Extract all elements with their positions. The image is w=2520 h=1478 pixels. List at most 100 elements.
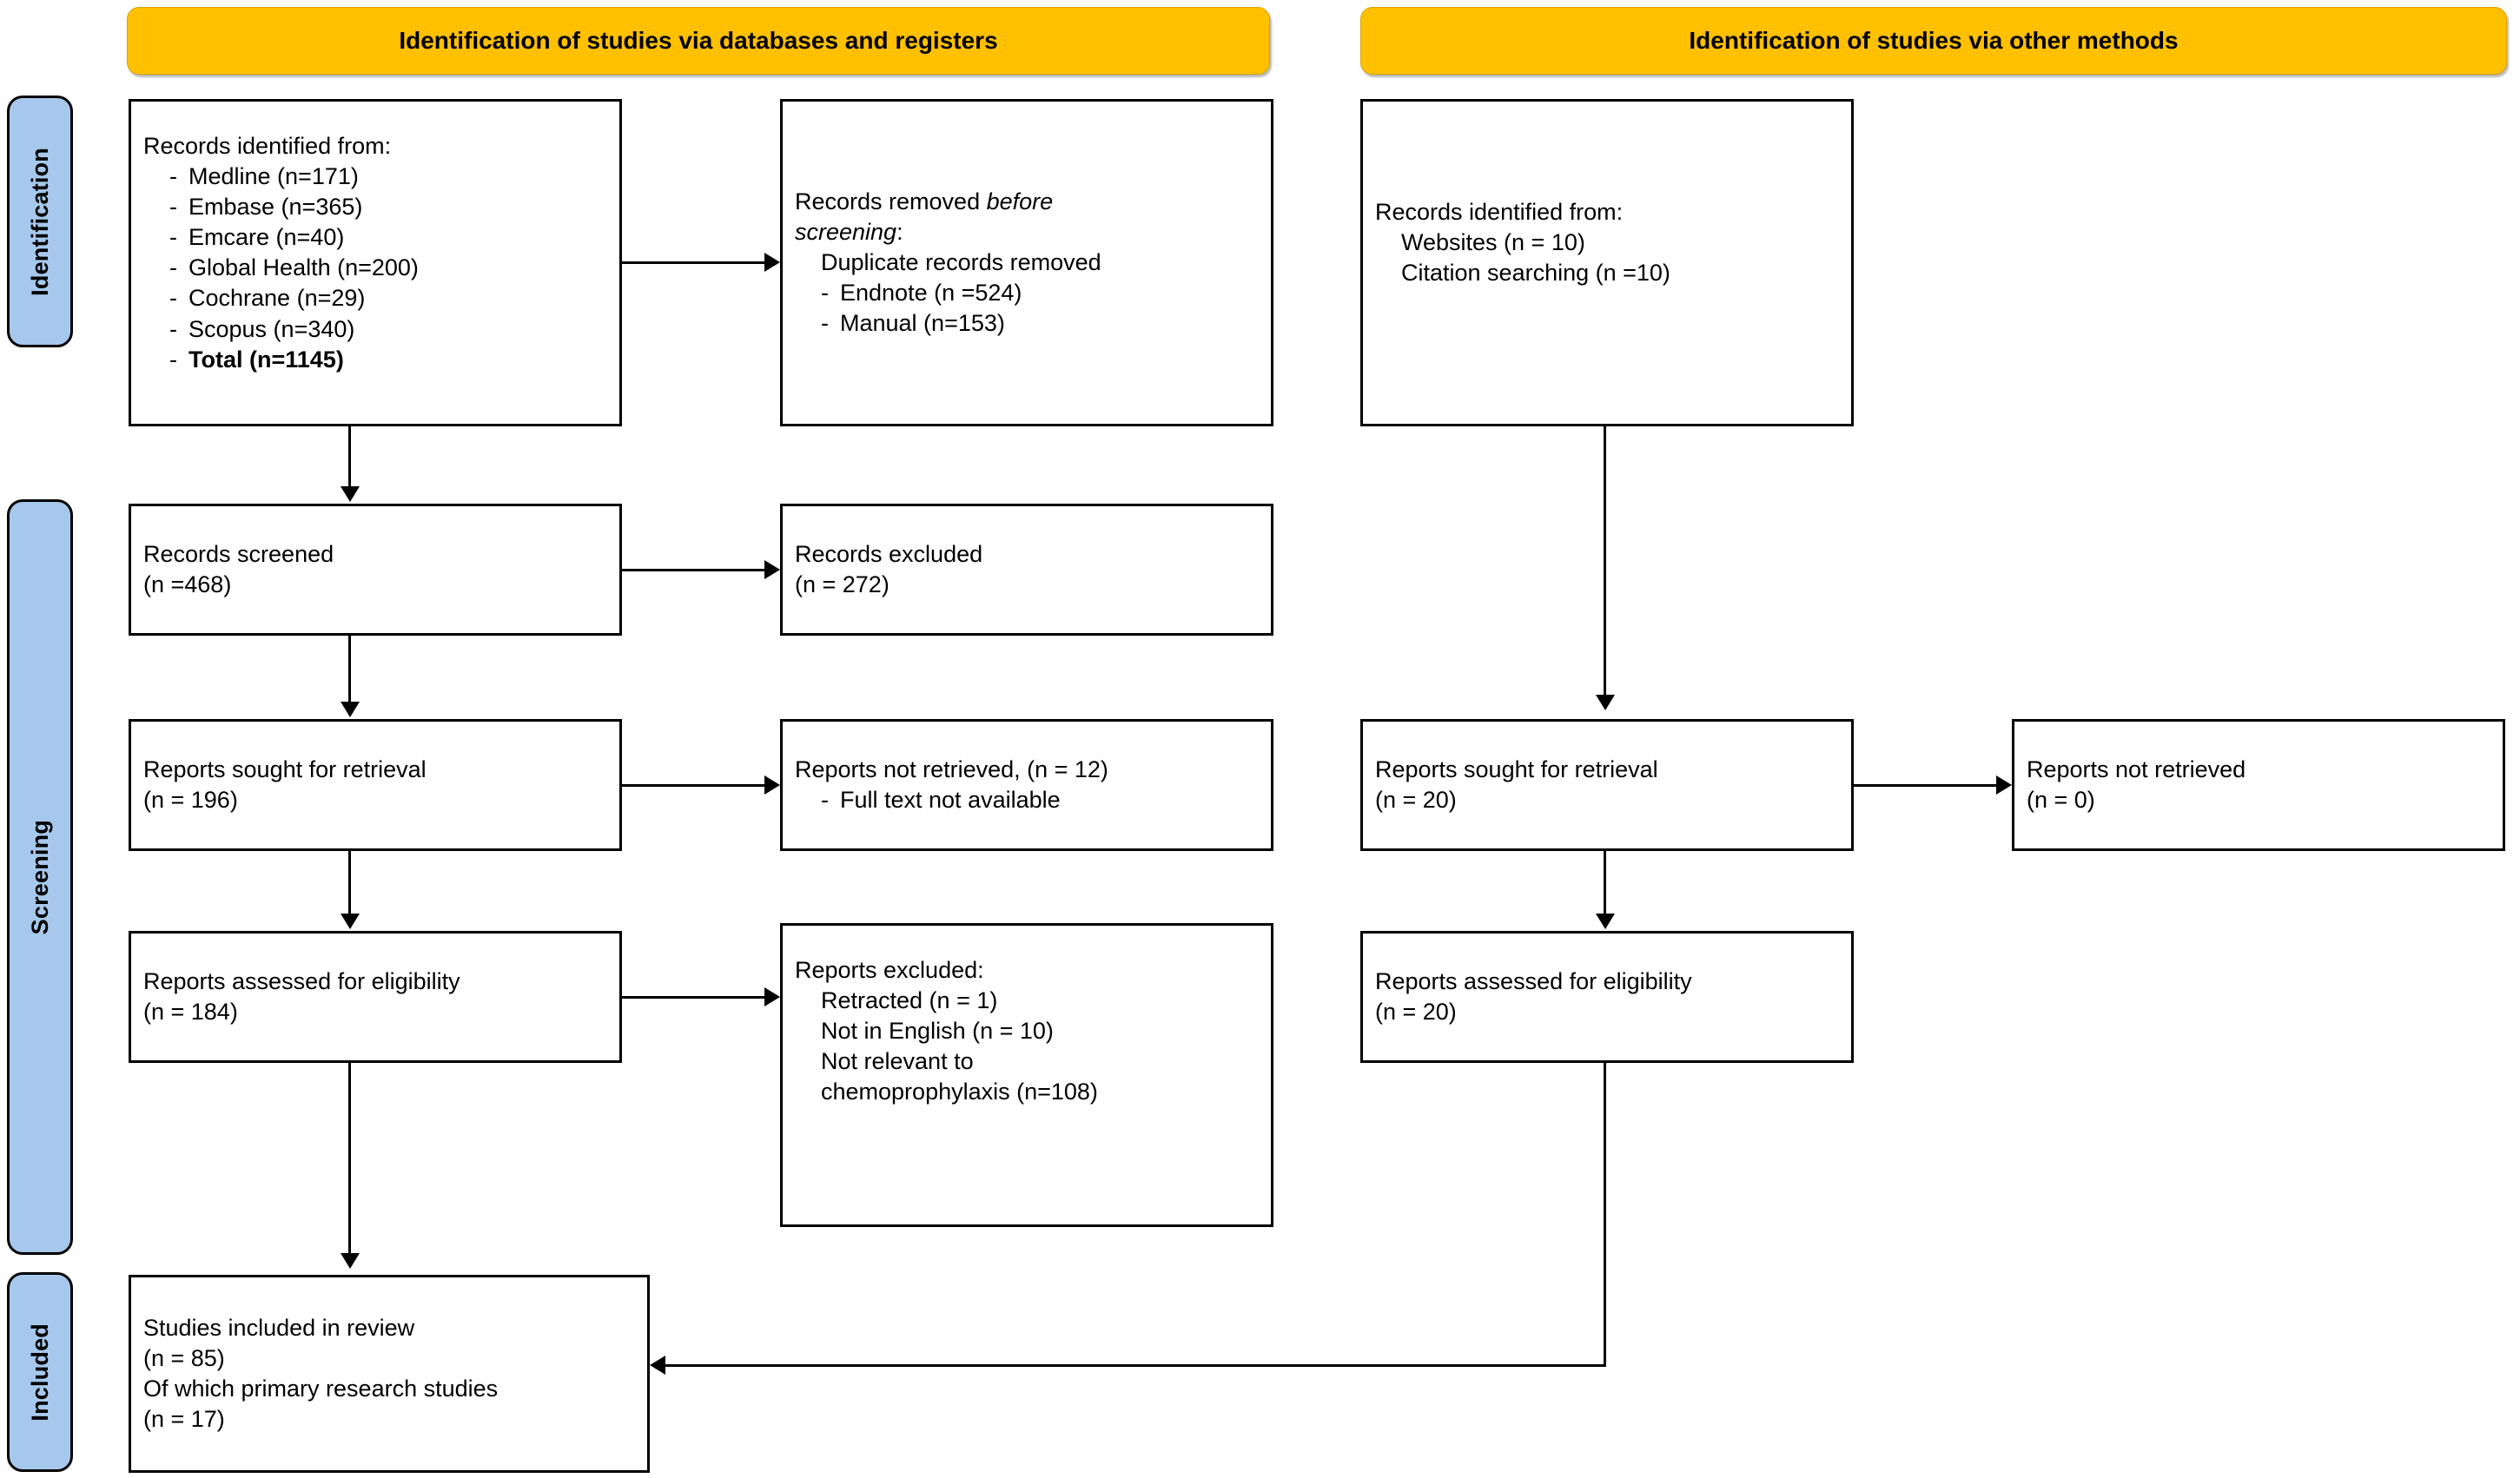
dash-bullet: - <box>821 280 829 307</box>
phase-rail-identification: Identification <box>7 96 73 347</box>
reports-excluded-item: Not relevant to <box>821 1048 974 1075</box>
arrowhead-assessed-to-excluded <box>764 987 780 1006</box>
dash-bullet: - <box>169 315 177 342</box>
records-removed-title-colon: : <box>896 218 903 245</box>
records-identified-other-item: Websites (n = 10) <box>1401 229 1585 256</box>
dash-bullet: - <box>169 194 177 221</box>
connector-sought-to-not-retrieved <box>622 784 766 787</box>
records-screened-line1: Records screened <box>143 540 334 567</box>
arrowhead-identified-to-screened <box>341 486 360 502</box>
arrowhead-screened-to-sought <box>341 702 360 717</box>
records-removed-item: - Manual (n=153) <box>795 308 1259 339</box>
dash-item-text: Manual (n=153) <box>840 310 1005 337</box>
phase-rail-screening: Screening <box>7 499 73 1255</box>
dash-bullet: - <box>821 310 829 337</box>
records-removed-title-line2: screening: <box>795 217 1259 247</box>
reports-not-retrieved-other-line2: (n = 0) <box>2027 787 2095 813</box>
records-identified-item-total: - Total (n=1145) <box>143 345 607 375</box>
arrowhead-identified-to-removed <box>764 253 780 272</box>
connector-other-sought-to-assessed <box>1604 851 1606 915</box>
records-identified-other-item: Citation searching (n =10) <box>1401 260 1670 287</box>
connector-identified-to-screened <box>348 426 351 489</box>
arrowhead-sought-to-not-retrieved <box>764 775 780 795</box>
reports-excluded-item: Retracted (n = 1) <box>821 987 998 1014</box>
box-records-identified-other: Records identified from: Websites (n = 1… <box>1360 99 1854 426</box>
studies-included-line2: (n = 85) <box>143 1344 225 1371</box>
reports-excluded-item: chemoprophylaxis (n=108) <box>821 1079 1098 1105</box>
box-reports-not-retrieved-other: Reports not retrieved (n = 0) <box>2012 719 2505 851</box>
box-reports-sought-other: Reports sought for retrieval (n = 20) <box>1360 719 1854 851</box>
dash-item-text: Endnote (n =524) <box>840 280 1022 307</box>
records-removed-title: Records removed before <box>795 187 1259 217</box>
connector-other-identified-to-sought <box>1604 426 1606 696</box>
reports-excluded-title: Reports excluded: <box>795 957 984 983</box>
records-removed-item: - Endnote (n =524) <box>795 278 1259 308</box>
dash-item-text: Global Health (n=200) <box>189 254 419 281</box>
reports-excluded-item: Not in English (n = 10) <box>821 1018 1054 1045</box>
phase-rail-included: Included <box>7 1272 73 1472</box>
box-reports-assessed-databases: Reports assessed for eligibility (n = 18… <box>129 931 622 1063</box>
reports-not-retrieved-line1: Reports not retrieved, (n = 12) <box>795 755 1108 782</box>
arrowhead-other-sought-to-assessed <box>1596 914 1615 929</box>
records-identified-other-title: Records identified from: <box>1375 199 1624 225</box>
reports-not-retrieved-other-line1: Reports not retrieved <box>2027 755 2246 782</box>
reports-sought-other-line2: (n = 20) <box>1375 787 1457 813</box>
dash-bullet: - <box>169 163 177 190</box>
records-removed-title-italic-screening: screening <box>795 218 897 245</box>
box-records-excluded: Records excluded (n = 272) <box>780 504 1273 636</box>
box-reports-not-retrieved-databases: Reports not retrieved, (n = 12) - Full t… <box>780 719 1273 851</box>
connector-assessed-to-excluded <box>622 996 766 999</box>
records-identified-title: Records identified from: <box>143 133 392 159</box>
box-reports-assessed-other: Reports assessed for eligibility (n = 20… <box>1360 931 1854 1063</box>
dash-item-text: Medline (n=171) <box>189 163 359 190</box>
reports-sought-line1: Reports sought for retrieval <box>143 755 427 782</box>
arrowhead-other-sought-to-not-retrieved <box>1996 775 2012 795</box>
phase-label-included: Included <box>26 1323 53 1422</box>
records-identified-item: - Embase (n=365) <box>143 192 607 222</box>
dash-bullet: - <box>169 346 177 373</box>
arrowhead-other-assessed-to-included <box>650 1356 665 1375</box>
records-removed-title-italic-before: before <box>986 188 1054 214</box>
dash-item-text: Scopus (n=340) <box>189 315 355 342</box>
records-removed-title-pre: Records removed <box>795 188 987 214</box>
connector-screened-to-sought <box>348 636 351 703</box>
box-records-removed-before-screening: Records removed before screening: Duplic… <box>780 99 1273 426</box>
dash-item-text: Emcare (n=40) <box>189 224 345 251</box>
arrowhead-screened-to-excluded <box>764 560 780 579</box>
connector-sought-to-assessed <box>348 851 351 915</box>
section-header-databases-text: Identification of studies via databases … <box>399 27 998 54</box>
dash-bullet: - <box>169 254 177 281</box>
dash-bullet: - <box>821 787 829 813</box>
reports-assessed-other-line1: Reports assessed for eligibility <box>1375 967 1692 994</box>
box-reports-sought-databases: Reports sought for retrieval (n = 196) <box>129 719 622 851</box>
reports-assessed-other-line2: (n = 20) <box>1375 999 1457 1025</box>
reports-sought-other-line1: Reports sought for retrieval <box>1375 755 1658 782</box>
connector-assessed-to-included <box>348 1063 351 1256</box>
connector-other-assessed-elbow-vertical <box>1604 1063 1606 1367</box>
studies-included-line3: Of which primary research studies <box>143 1376 499 1402</box>
dash-item-text: Total (n=1145) <box>189 346 344 373</box>
box-reports-excluded-databases: Reports excluded: Retracted (n = 1) Not … <box>780 923 1273 1227</box>
box-records-screened: Records screened (n =468) <box>129 504 622 636</box>
reports-assessed-line1: Reports assessed for eligibility <box>143 967 460 994</box>
connector-other-sought-to-not-retrieved <box>1854 784 1998 787</box>
reports-sought-line2: (n = 196) <box>143 787 238 813</box>
records-identified-item: - Global Health (n=200) <box>143 253 607 283</box>
records-removed-subtitle: Duplicate records removed <box>821 248 1101 275</box>
records-excluded-line2: (n = 272) <box>795 571 890 597</box>
section-header-databases: Identification of studies via databases … <box>127 7 1270 75</box>
arrowhead-sought-to-assessed <box>341 914 360 929</box>
phase-label-screening: Screening <box>26 819 53 935</box>
dash-item-text: Full text not available <box>840 787 1061 813</box>
records-screened-line2: (n =468) <box>143 571 232 597</box>
studies-included-line4: (n = 17) <box>143 1406 225 1433</box>
records-identified-item: - Cochrane (n=29) <box>143 283 607 313</box>
dash-bullet: - <box>169 285 177 312</box>
phase-label-identification: Identification <box>26 147 53 296</box>
reports-assessed-line2: (n = 184) <box>143 999 238 1025</box>
connector-other-assessed-elbow-horizontal <box>665 1364 1606 1367</box>
studies-included-line1: Studies included in review <box>143 1314 415 1341</box>
dash-item-text: Cochrane (n=29) <box>189 285 366 312</box>
section-header-other-methods-text: Identification of studies via other meth… <box>1689 27 2179 54</box>
